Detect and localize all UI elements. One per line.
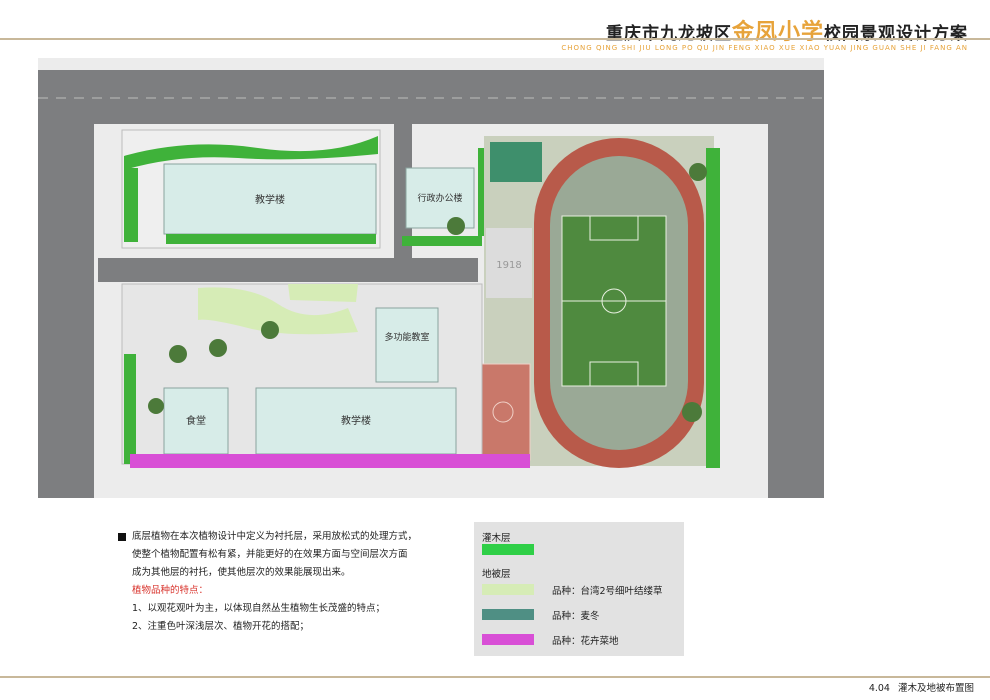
roads — [38, 70, 824, 498]
label-teaching-south: 教学楼 — [341, 414, 371, 427]
footer: 4.04 灌木及地被布置图 — [869, 680, 974, 694]
description-line-2: 使整个植物配置有松有紧，并能更好的在效果方面与空间层次方面 — [132, 549, 408, 560]
tree-clusters — [148, 163, 707, 422]
label-admin: 行政办公楼 — [417, 192, 462, 204]
legend-label-grass: 品种：台湾2号细叶结缕草 — [552, 586, 663, 597]
nw-block: 教学楼 — [121, 129, 381, 249]
south-block: 多功能教室 食堂 教学楼 — [121, 283, 530, 468]
legend-shrub-title: 灌木层 — [482, 533, 511, 544]
description-text-1: 底层植物在本次植物设计中定义为衬托层，采用放松式的处理方式， — [132, 531, 418, 542]
header-title-block: 重庆市九龙坡区金凤小学校园景观设计方案 CHONG QING SHI JIU L… — [561, 14, 968, 52]
page-number: 4.04 — [868, 683, 890, 694]
label-canteen: 食堂 — [186, 414, 206, 427]
page-subtitle: CHONG QING SHI JIU LONG PO QU JIN FENG X… — [561, 44, 968, 52]
feature-1: 1、以观花观叶为主，以体现自然丛生植物生长茂盛的特点； — [132, 603, 386, 614]
page-title: 重庆市九龙坡区金凤小学校园景观设计方案 — [561, 14, 968, 46]
description-block: 底层植物在本次植物设计中定义为衬托层，采用放松式的处理方式， 使整个植物配置有松… — [118, 528, 448, 636]
legend-ground-title: 地被层 — [482, 569, 511, 580]
legend-swatch-maidong — [482, 609, 534, 620]
feature-2: 2、注重色叶深浅层次、植物开花的搭配； — [132, 621, 310, 632]
footer-divider — [0, 676, 990, 678]
label-multipurpose: 多功能教室 — [384, 331, 429, 343]
label-teaching-north: 教学楼 — [255, 193, 285, 206]
site-plan-drawing: 教学楼 行政办公楼 1918 — [38, 70, 824, 498]
description-line-3: 成为其他层的衬托，使其他层次的效果能展现出来。 — [132, 567, 351, 578]
legend-label-maidong: 品种：麦冬 — [552, 611, 600, 622]
bullet-icon — [118, 532, 126, 541]
legend-swatch-flower — [482, 634, 534, 645]
title-accent: 金凤小学 — [731, 20, 824, 45]
label-entrance-mark: 1918 — [496, 260, 521, 271]
features-title: 植物品种的特点： — [132, 585, 209, 596]
sports-block: 1918 — [475, 136, 720, 468]
legend-swatch-grass — [482, 584, 534, 595]
title-suffix: 校园景观设计方案 — [824, 24, 968, 44]
site-plan: 教学楼 行政办公楼 1918 — [38, 58, 824, 498]
legend-label-flower: 品种：花卉菜地 — [552, 636, 619, 647]
legend-shrub-swatch — [482, 544, 534, 555]
admin-block: 行政办公楼 — [402, 148, 490, 246]
legend-panel: 灌木层 地被层 品种：台湾2号细叶结缕草 品种：麦冬 品种：花卉菜地 — [474, 522, 684, 656]
header-divider — [0, 38, 990, 40]
title-prefix: 重庆市九龙坡区 — [605, 24, 732, 44]
footer-title: 灌木及地被布置图 — [897, 683, 974, 694]
description-line-1: 底层植物在本次植物设计中定义为衬托层，采用放松式的处理方式， — [118, 528, 448, 546]
